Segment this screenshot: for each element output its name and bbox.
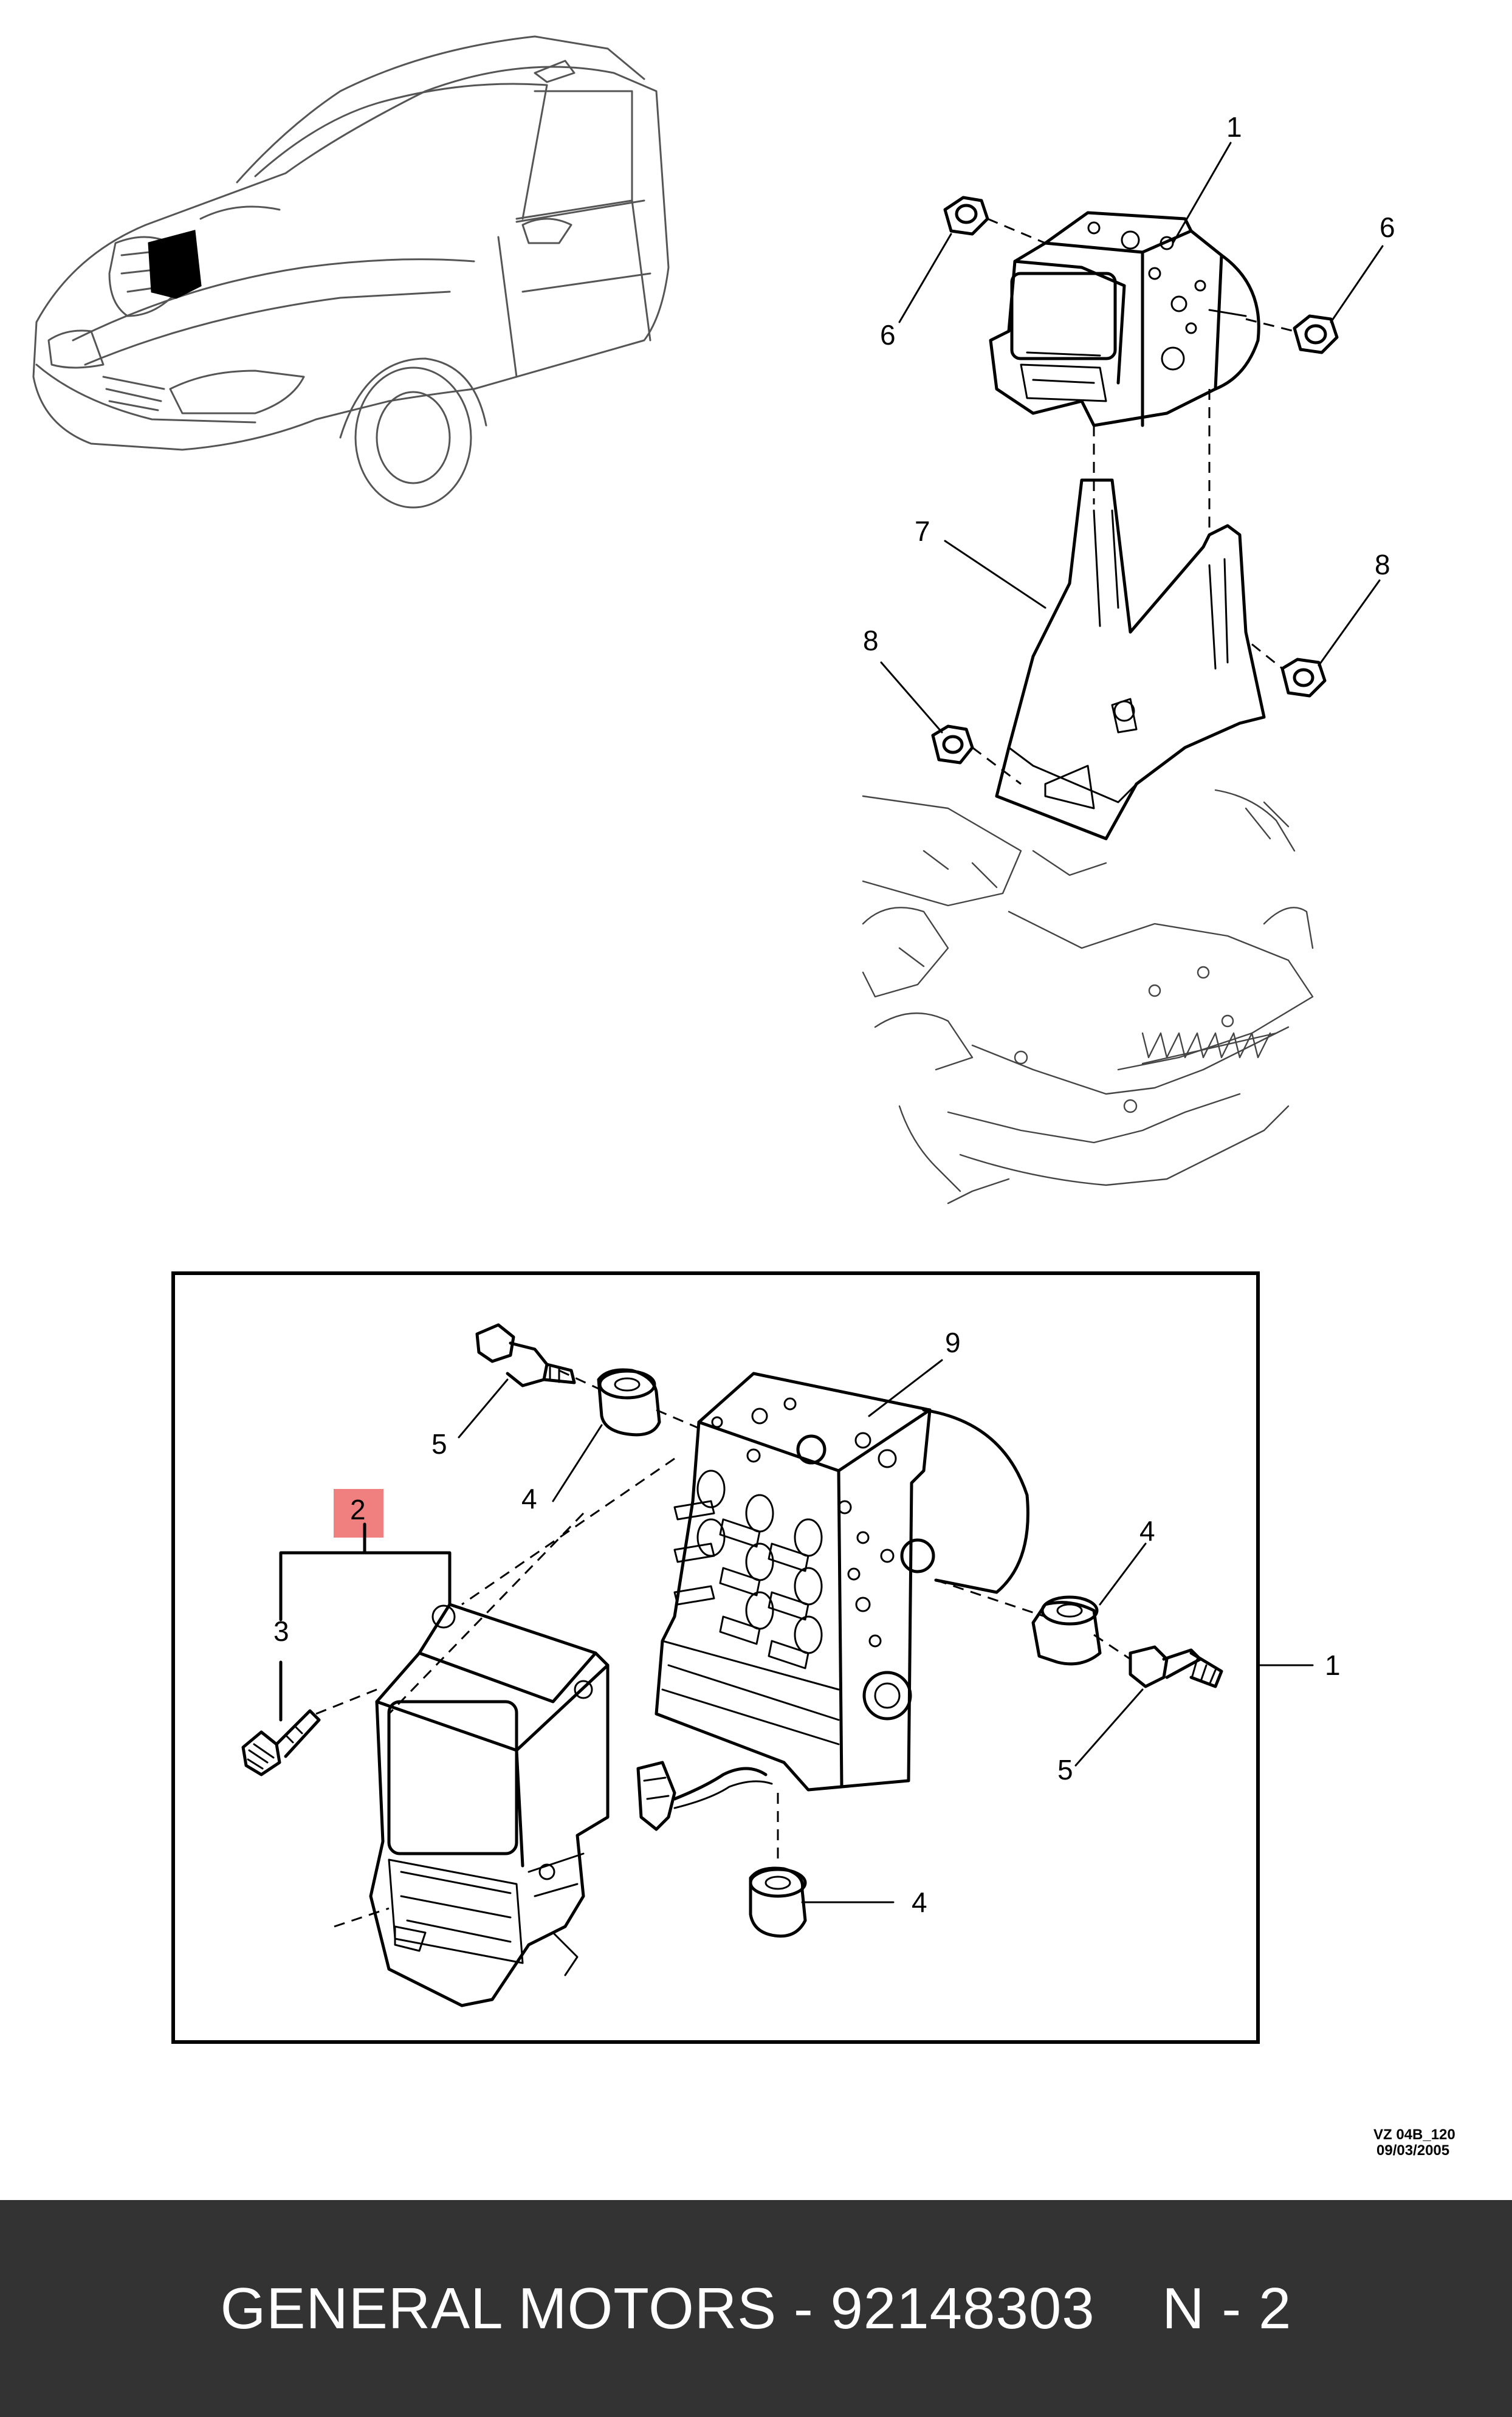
- callout-4-bottom: 4: [912, 1886, 927, 1918]
- callout-8-left: 8: [863, 625, 879, 656]
- callout-7: 7: [915, 515, 930, 547]
- control-module-2: [369, 1603, 610, 2007]
- bushing-4-right: [1031, 1595, 1102, 1666]
- callout-4-top: 4: [521, 1483, 537, 1514]
- solenoid-valves: [673, 1470, 823, 1669]
- car-locator: [32, 35, 670, 509]
- callout-4-right: 4: [1139, 1515, 1155, 1547]
- bushing-4-top: [597, 1368, 661, 1437]
- nut-8-left: [931, 724, 974, 765]
- nut-6-left: [943, 196, 989, 236]
- callout-1-top: 1: [1226, 111, 1242, 143]
- top-assembly: 1 6 6 7 8 8: [862, 111, 1395, 1205]
- drawing-code-line2: 09/03/2005: [1376, 2142, 1449, 2159]
- bracket-7: [995, 478, 1266, 841]
- callout-2: 2: [350, 1494, 366, 1525]
- bolt-3: [241, 1709, 321, 1776]
- stud-5-right: [1129, 1645, 1223, 1688]
- bushing-4-bottom: [749, 1866, 807, 1938]
- exploded-view-box: 9 5 4 2 3 4 1 5 4: [171, 1271, 1341, 2044]
- footer-bar: GENERAL MOTORS - 92148303 N - 2: [0, 2200, 1512, 2417]
- footer-text: GENERAL MOTORS - 92148303 N - 2: [220, 2275, 1292, 2341]
- parts-diagram: 1 6 6 7 8 8: [32, 35, 1455, 2159]
- nut-6-right: [1293, 314, 1339, 354]
- callout-8-right: 8: [1375, 549, 1390, 580]
- callout-2-highlight: [334, 1489, 383, 1538]
- drawing-code-line1: VZ 04B_120: [1373, 2126, 1455, 2143]
- callout-6-right: 6: [1380, 211, 1395, 243]
- drawing-code: VZ 04B_120 09/03/2005: [1373, 2126, 1455, 2159]
- callout-5-top: 5: [431, 1428, 447, 1460]
- nut-8-right: [1280, 658, 1327, 698]
- callout-9: 9: [945, 1327, 961, 1358]
- callout-6-left: 6: [880, 319, 896, 351]
- hydraulic-unit-installed: [989, 211, 1260, 427]
- callout-3: 3: [273, 1615, 289, 1647]
- stud-5-top: [475, 1323, 576, 1387]
- callout-1-box: 1: [1325, 1649, 1341, 1681]
- callout-5-bottom: 5: [1057, 1754, 1073, 1786]
- hydraulic-block-9: [636, 1372, 1029, 1831]
- vehicle-chassis: [862, 789, 1314, 1205]
